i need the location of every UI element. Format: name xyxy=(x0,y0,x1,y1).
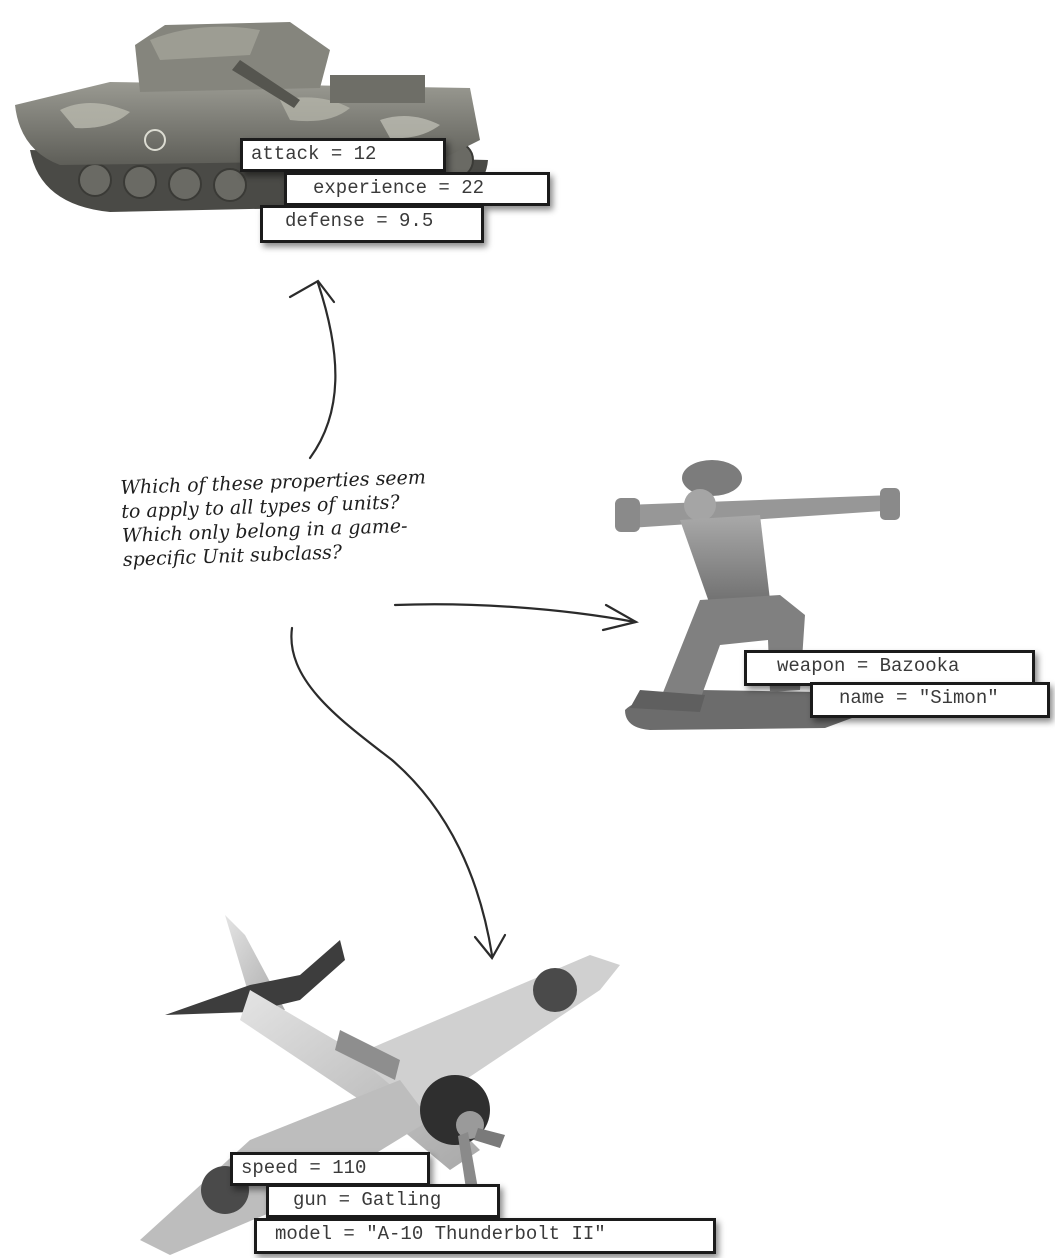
arrowhead-tank xyxy=(290,281,334,302)
soldier-weapon-label: weapon = Bazooka xyxy=(744,650,1035,686)
arrow-to-tank xyxy=(310,283,335,458)
plane-model-label: model = "A-10 Thunderbolt II" xyxy=(254,1218,716,1254)
arrows xyxy=(290,281,636,958)
soldier-name-label: name = "Simon" xyxy=(810,682,1050,718)
arrow-to-soldier xyxy=(395,604,635,622)
plane-gun-label: gun = Gatling xyxy=(266,1184,500,1218)
arrow-to-plane xyxy=(291,628,492,955)
handwritten-question-note: Which of these properties seem to apply … xyxy=(120,463,503,572)
plane-speed-label: speed = 110 xyxy=(230,1152,430,1186)
tank-experience-label: experience = 22 xyxy=(284,172,550,206)
tank-attack-label: attack = 12 xyxy=(240,138,446,172)
tank-defense-label: defense = 9.5 xyxy=(260,205,484,243)
